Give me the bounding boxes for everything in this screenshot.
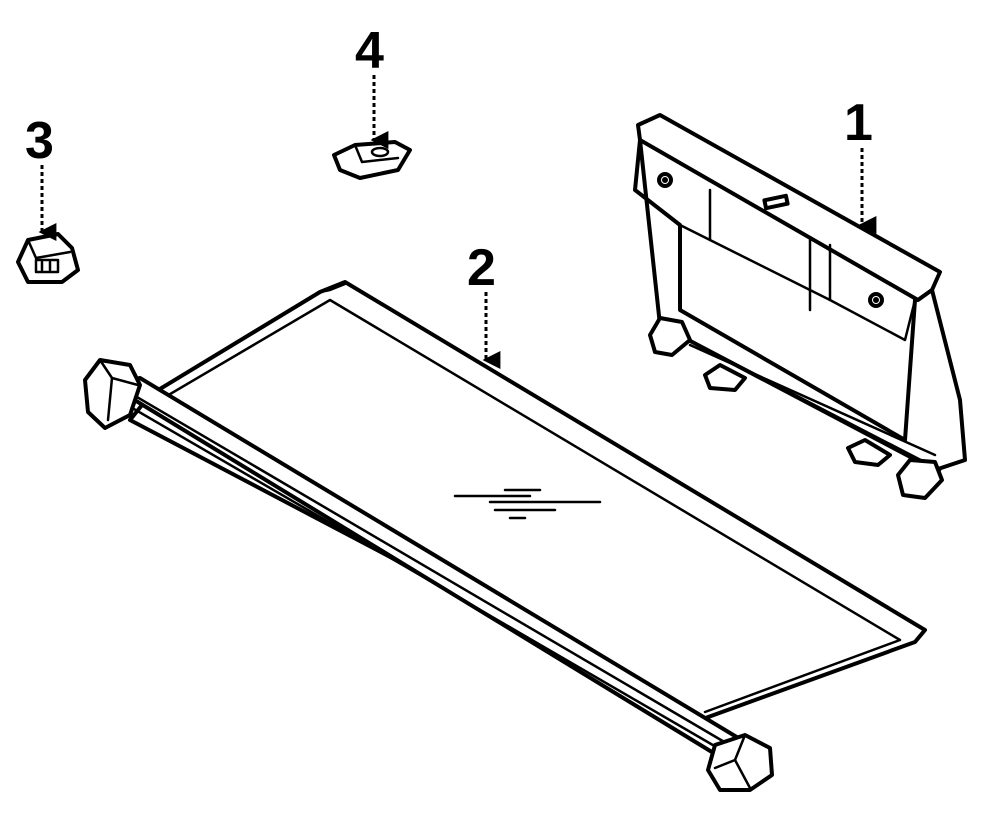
fabric-hatch — [453, 488, 602, 520]
callout-2: 2 — [467, 239, 496, 297]
bracket-tab-right — [846, 438, 892, 467]
bracket-face — [633, 138, 967, 472]
callout-3: 3 — [25, 112, 54, 170]
bracket-tab-left — [703, 363, 747, 392]
callout-4: 4 — [355, 22, 384, 80]
end-cap-clip — [16, 232, 80, 284]
callout-1: 1 — [844, 94, 873, 152]
mounting-bracket — [633, 113, 967, 500]
cargo-cover-roller — [83, 280, 927, 792]
bracket-hook-left — [648, 316, 692, 357]
bracket-hook-right — [896, 458, 944, 500]
retainer-clip — [332, 140, 412, 180]
left-end-cap — [83, 358, 142, 430]
right-end-cap — [706, 733, 774, 792]
